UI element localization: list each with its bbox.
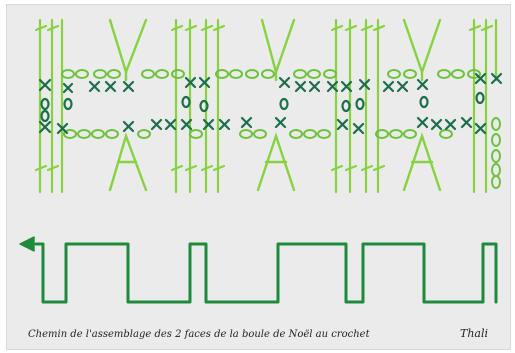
single-crochet-crosses (40, 74, 501, 133)
assembly-path (20, 237, 496, 302)
arrow-left-icon (20, 237, 34, 251)
signature-text: Thali (460, 327, 488, 340)
caption-text: Chemin de l'assemblage des 2 faces de la… (28, 329, 370, 340)
increase-decrease-symbols (110, 20, 440, 190)
